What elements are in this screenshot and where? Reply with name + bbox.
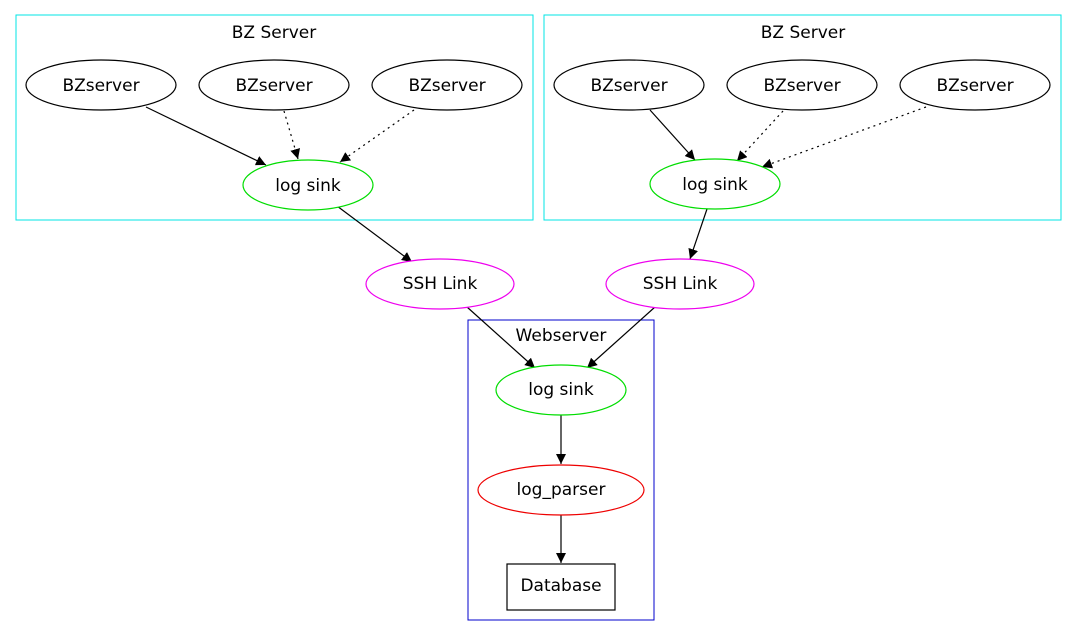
node-left-bzserver-2-label: BZserver <box>235 76 312 96</box>
cluster-bz-server-right-label: BZ Server <box>761 23 845 43</box>
node-left-log-sink: log sink <box>242 159 374 211</box>
node-ssh-link-left: SSH Link <box>365 258 515 310</box>
node-ssh-link-left-label: SSH Link <box>403 274 478 294</box>
node-left-bzserver-3: BZserver <box>371 59 523 111</box>
node-right-bzserver-3-label: BZserver <box>936 76 1013 96</box>
edge-ssh-link-right-to-web-log-sink <box>586 306 656 369</box>
edge-left-bzserver-3-to-left-log-sink <box>339 109 415 163</box>
node-log-parser: log_parser <box>477 464 645 516</box>
node-ssh-link-right: SSH Link <box>605 258 755 310</box>
node-right-bzserver-1-label: BZserver <box>590 76 667 96</box>
node-left-bzserver-2: BZserver <box>198 59 350 111</box>
cluster-bz-server-left: BZ Server <box>15 14 534 221</box>
cluster-bz-server-right: BZ Server <box>543 14 1062 221</box>
edges <box>145 106 927 563</box>
node-left-bzserver-3-label: BZserver <box>408 76 485 96</box>
node-log-parser-label: log_parser <box>517 480 606 500</box>
node-database-label: Database <box>520 576 601 596</box>
edge-left-bzserver-1-to-left-log-sink <box>145 106 267 166</box>
node-right-bzserver-3: BZserver <box>899 59 1051 111</box>
cluster-webserver-label: Webserver <box>516 326 607 346</box>
node-database: Database <box>506 563 616 611</box>
edge-right-log-sink-to-ssh-link-right <box>688 208 708 260</box>
node-right-bzserver-1: BZserver <box>553 59 705 111</box>
edge-left-bzserver-2-to-left-log-sink <box>283 110 300 160</box>
node-right-bzserver-2-label: BZserver <box>763 76 840 96</box>
edge-right-bzserver-3-to-right-log-sink <box>761 106 927 169</box>
node-web-log-sink-label: log sink <box>528 380 594 400</box>
node-right-bzserver-2: BZserver <box>726 59 878 111</box>
node-left-bzserver-1-label: BZserver <box>62 76 139 96</box>
cluster-webserver: Webserver <box>467 319 655 621</box>
node-web-log-sink: log sink <box>495 364 627 416</box>
node-left-log-sink-label: log sink <box>275 176 341 196</box>
cluster-bz-server-left-label: BZ Server <box>232 23 316 43</box>
node-ssh-link-right-label: SSH Link <box>643 274 718 294</box>
node-left-bzserver-1: BZserver <box>25 59 177 111</box>
node-right-log-sink: log sink <box>649 158 781 210</box>
edge-left-log-sink-to-ssh-link-left <box>336 205 413 263</box>
edge-right-bzserver-2-to-right-log-sink <box>736 110 784 162</box>
edge-right-bzserver-1-to-right-log-sink <box>649 109 696 161</box>
edge-ssh-link-left-to-web-log-sink <box>466 306 536 369</box>
node-right-log-sink-label: log sink <box>682 175 748 195</box>
